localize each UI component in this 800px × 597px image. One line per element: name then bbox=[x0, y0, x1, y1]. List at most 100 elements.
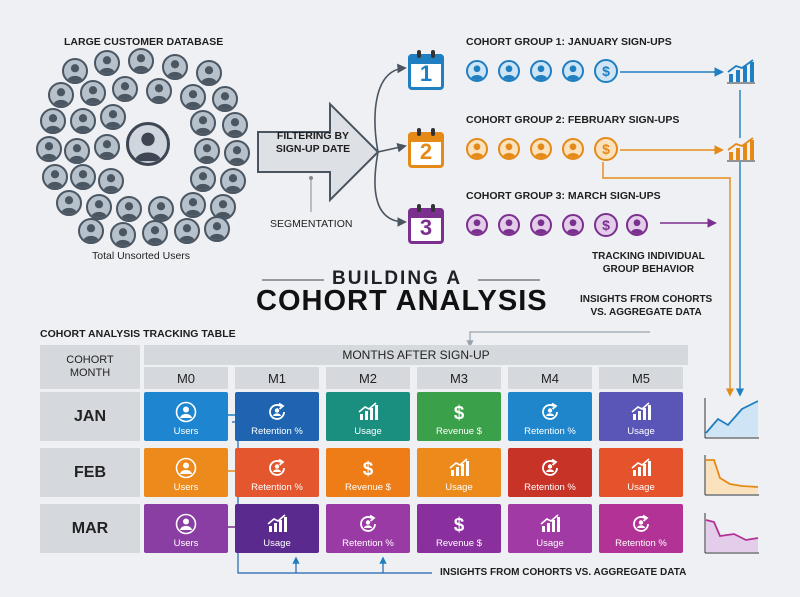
mini-growth-chart-icon bbox=[726, 58, 756, 84]
insights-note: INSIGHTS FROM COHORTS VS. AGGREGATE DATA bbox=[580, 293, 712, 319]
user-bubble-icon bbox=[194, 138, 220, 164]
user-bubble-icon bbox=[190, 166, 216, 192]
metric-cell: Retention % bbox=[235, 392, 319, 441]
user-bubble-icon bbox=[146, 78, 172, 104]
metric-cell: Users bbox=[144, 392, 228, 441]
feb-trend-chart-icon bbox=[704, 454, 760, 496]
database-title: LARGE CUSTOMER DATABASE bbox=[64, 36, 224, 48]
metric-label: Usage bbox=[536, 538, 564, 549]
user-bubble-icon bbox=[128, 48, 154, 74]
jan-trend-chart-icon bbox=[704, 397, 760, 439]
table-caption: COHORT ANALYSIS TRACKING TABLE bbox=[40, 328, 236, 340]
metric-label: Users bbox=[173, 426, 199, 437]
column-header: M2 bbox=[326, 367, 410, 389]
column-header: M0 bbox=[144, 367, 228, 389]
user-bubble-icon bbox=[94, 134, 120, 160]
tracking-line-2: GROUP BEHAVIOR bbox=[602, 264, 695, 275]
refresh-user-icon bbox=[539, 457, 561, 479]
filter-line-2: SIGN-UP DATE bbox=[275, 143, 351, 155]
cohort-user-icon bbox=[530, 60, 552, 82]
user-bubble-icon bbox=[180, 192, 206, 218]
svg-text:$: $ bbox=[454, 515, 465, 535]
bottom-insights-note: INSIGHTS FROM COHORTS VS. AGGREGATE DATA bbox=[440, 567, 687, 578]
metric-label: Usage bbox=[627, 482, 655, 493]
svg-text:$: $ bbox=[363, 459, 374, 479]
title-line-1: BUILDING A bbox=[332, 268, 463, 289]
metric-label: Retention % bbox=[615, 538, 667, 549]
user-bubble-icon bbox=[40, 108, 66, 134]
mar-trend-chart-icon bbox=[704, 512, 760, 554]
corner-line-1: COHORT bbox=[66, 354, 114, 366]
svg-text:$: $ bbox=[454, 403, 465, 423]
corner-line-2: MONTH bbox=[69, 367, 111, 379]
metric-label: Usage bbox=[354, 426, 382, 437]
user-bubble-icon bbox=[112, 76, 138, 102]
user-bubble-icon bbox=[94, 50, 120, 76]
user-bubble-icon bbox=[148, 196, 174, 222]
dollar-coin-icon: $ bbox=[594, 137, 618, 161]
user-bubble-icon bbox=[64, 138, 90, 164]
user-bubble-icon bbox=[70, 164, 96, 190]
cohort-group-label: COHORT GROUP 1: JANUARY SIGN-UPS bbox=[466, 36, 672, 48]
months-after-signup-header: MONTHS AFTER SIGN-UP bbox=[144, 345, 688, 365]
title-line-2: COHORT ANALYSIS bbox=[256, 285, 548, 317]
metric-label: Usage bbox=[627, 426, 655, 437]
metric-cell: Retention % bbox=[235, 448, 319, 497]
user-bubble-icon bbox=[56, 190, 82, 216]
column-header: M5 bbox=[599, 367, 683, 389]
cohort-user-icon bbox=[498, 138, 520, 160]
user-bubble-icon bbox=[70, 108, 96, 134]
user-bubble-icon bbox=[36, 136, 62, 162]
metric-cell: Retention % bbox=[599, 504, 683, 553]
metric-label: Revenue $ bbox=[436, 426, 482, 437]
metric-cell: Usage bbox=[417, 448, 501, 497]
cohort-user-icon bbox=[466, 60, 488, 82]
metric-label: Retention % bbox=[342, 538, 394, 549]
cohort-row-header: FEB bbox=[40, 448, 140, 497]
cohort-user-icon bbox=[530, 214, 552, 236]
user-bubble-icon bbox=[142, 220, 168, 246]
metric-cell: Retention % bbox=[508, 448, 592, 497]
cohort-user-icon bbox=[466, 214, 488, 236]
cohort-user-icon bbox=[498, 60, 520, 82]
user-bubble-icon bbox=[100, 104, 126, 130]
metric-cell: Users bbox=[144, 504, 228, 553]
metric-cell: Usage bbox=[599, 448, 683, 497]
bar-chart-icon bbox=[357, 401, 379, 423]
metric-label: Users bbox=[173, 482, 199, 493]
cohort-number: 2 bbox=[419, 139, 433, 164]
table-corner-header: COHORT MONTH bbox=[40, 345, 140, 389]
dollar-icon: $ bbox=[357, 457, 379, 479]
bar-chart-icon bbox=[630, 401, 652, 423]
metric-label: Usage bbox=[263, 538, 291, 549]
dollar-icon: $ bbox=[448, 401, 470, 423]
filter-arrow-label: FILTERING BY SIGN-UP DATE bbox=[268, 130, 358, 156]
user-icon bbox=[175, 457, 197, 479]
user-icon bbox=[175, 513, 197, 535]
metric-label: Revenue $ bbox=[345, 482, 391, 493]
cohort-number: 1 bbox=[419, 61, 433, 86]
metric-label: Usage bbox=[445, 482, 473, 493]
refresh-user-icon bbox=[357, 513, 379, 535]
metric-label: Retention % bbox=[524, 426, 576, 437]
column-header: M3 bbox=[417, 367, 501, 389]
column-header: M1 bbox=[235, 367, 319, 389]
cohort-row-header: JAN bbox=[40, 392, 140, 441]
bar-chart-icon bbox=[448, 457, 470, 479]
filter-line-1: FILTERING BY bbox=[276, 130, 350, 142]
user-bubble-icon bbox=[222, 112, 248, 138]
metric-cell: Retention % bbox=[508, 392, 592, 441]
segmentation-label: SEGMENTATION bbox=[270, 218, 353, 230]
user-bubble-icon bbox=[190, 110, 216, 136]
user-bubble-icon bbox=[220, 168, 246, 194]
tracking-line-1: TRACKING INDIVIDUAL bbox=[592, 251, 705, 262]
metric-cell: Usage bbox=[599, 392, 683, 441]
refresh-user-icon bbox=[630, 513, 652, 535]
metric-cell: Usage bbox=[326, 392, 410, 441]
refresh-user-icon bbox=[539, 401, 561, 423]
user-bubble-icon bbox=[204, 216, 230, 242]
user-bubble-icon bbox=[116, 196, 142, 222]
user-bubble-icon bbox=[80, 80, 106, 106]
user-bubble-icon bbox=[110, 222, 136, 248]
